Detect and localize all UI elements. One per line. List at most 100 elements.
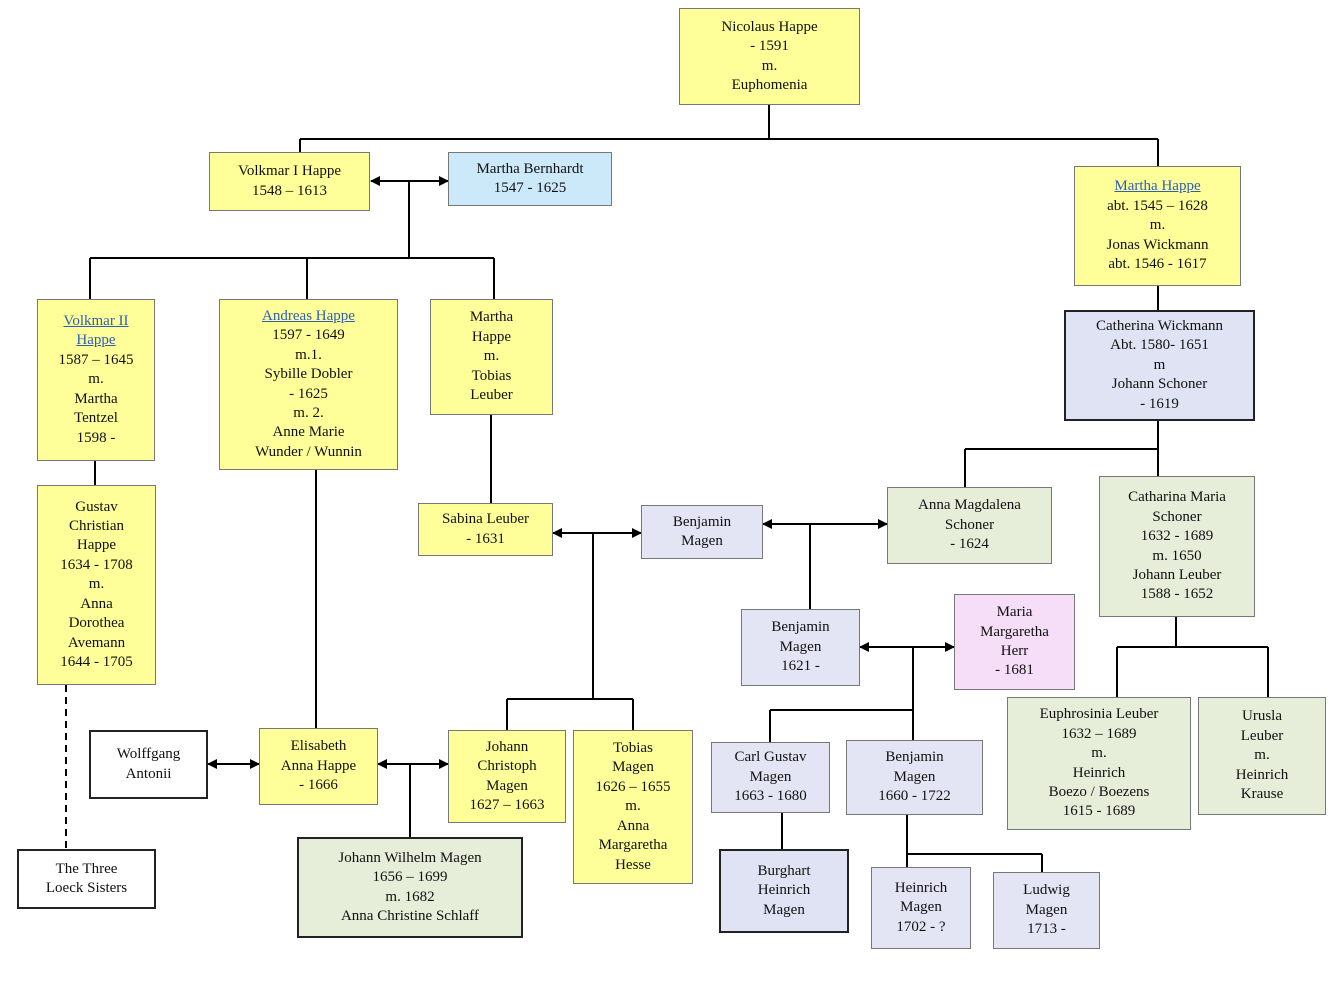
person-text-line: Benjamin bbox=[885, 749, 944, 766]
person-text-line: m. bbox=[625, 798, 641, 815]
person-text-line: Heinrich bbox=[1072, 764, 1126, 781]
person-text-line: - 1624 bbox=[950, 536, 989, 553]
person-text-line: m. bbox=[1091, 745, 1107, 762]
connector-volkmar1-children bbox=[89, 181, 495, 300]
person-text-line: Heinrich bbox=[1235, 766, 1289, 783]
person-text-line: m. 2. bbox=[293, 404, 324, 421]
person-text-line: Euphomenia bbox=[731, 76, 808, 93]
person-text-line: Wunder / Wunnin bbox=[255, 443, 362, 460]
person-text-line: Magen bbox=[779, 638, 822, 655]
person-text-line: Heinrich bbox=[757, 882, 811, 899]
person-text-line: Happe bbox=[471, 328, 512, 345]
person-text-line: Sabina Leuber bbox=[441, 511, 530, 528]
person-text-line: Antonii bbox=[125, 765, 172, 782]
person-sabina-leuber: Sabina Leuber - 1631 bbox=[418, 503, 553, 556]
person-name-link[interactable]: Volkmar II bbox=[63, 313, 129, 330]
person-name-link[interactable]: Andreas Happe bbox=[262, 307, 355, 324]
person-text-line: 1634 - 1708 bbox=[60, 556, 133, 573]
connector-sabina-benjamin-children bbox=[506, 533, 634, 730]
person-text-line: m bbox=[1153, 356, 1166, 373]
person-text-line: Boezo / Boezens bbox=[1048, 783, 1150, 800]
person-text-line: 1615 - 1689 bbox=[1062, 803, 1136, 820]
person-text-line: Krause bbox=[1240, 786, 1284, 803]
person-text-line: 1644 - 1705 bbox=[60, 653, 133, 670]
person-text-line: Margaretha bbox=[980, 623, 1049, 640]
person-text-line: Martha Bernhardt bbox=[476, 160, 584, 177]
person-text-line: Happe bbox=[76, 537, 117, 554]
person-text-line: Gustav bbox=[75, 498, 118, 515]
connector-nicolaus-children bbox=[299, 105, 1159, 166]
person-text-line: m. 1682 bbox=[385, 888, 435, 905]
person-text-line: - 1631 bbox=[466, 530, 505, 547]
person-nicolaus-happe: Nicolaus Happe - 1591 m. Euphomenia bbox=[679, 8, 860, 105]
person-text-line: m. bbox=[88, 576, 105, 593]
person-text-line: 1632 – 1689 bbox=[1061, 725, 1137, 742]
person-text-line: m.1. bbox=[295, 346, 322, 363]
person-text-line: Loeck Sisters bbox=[45, 880, 128, 896]
person-name-link[interactable]: Happe bbox=[76, 332, 116, 349]
person-text-line: Anna bbox=[616, 817, 650, 834]
person-text-line: Leuber bbox=[470, 387, 513, 404]
person-text-line: Magen bbox=[1025, 901, 1068, 918]
person-text-line: 1663 - 1680 bbox=[734, 788, 807, 805]
person-text-line: Christoph bbox=[477, 758, 537, 775]
person-text-line: Nicolaus Happe bbox=[721, 18, 818, 35]
person-text-line: Tobias bbox=[471, 367, 512, 384]
person-text-line: 1656 – 1699 bbox=[372, 869, 448, 886]
person-text-line: Abt. 1580- 1651 bbox=[1110, 337, 1209, 354]
person-text-line: Magen bbox=[486, 777, 528, 794]
person-text-line: Heinrich bbox=[894, 879, 948, 896]
person-text-line: Martha bbox=[469, 309, 514, 326]
person-text-line: Anna Magdalena bbox=[918, 497, 1021, 514]
connector-catherina-children bbox=[964, 421, 1159, 487]
person-text-line: 1660 - 1722 bbox=[878, 788, 951, 805]
connector-benjamin-maria-children bbox=[769, 647, 914, 742]
person-text-line: Benjamin bbox=[771, 619, 830, 636]
person-text-line: Magen bbox=[763, 901, 805, 918]
person-text-line: Catherina Wickmann bbox=[1096, 317, 1223, 334]
person-andreas-happe[interactable]: Andreas Happe 1597 - 1649 m.1. Sybille Dobl… bbox=[219, 299, 398, 470]
person-text-line: Johann bbox=[485, 738, 529, 755]
person-text-line: - 1591 bbox=[750, 38, 789, 55]
person-text-line: Schoner bbox=[944, 516, 995, 533]
person-text-line: Tentzel bbox=[74, 410, 118, 427]
person-text-line: abt. 1546 - 1617 bbox=[1108, 256, 1207, 273]
person-text-line: 1632 - 1689 bbox=[1140, 528, 1214, 545]
person-text-line: Schoner bbox=[1152, 508, 1202, 525]
person-text-line: Maria bbox=[996, 604, 1033, 621]
person-text-line: Sybille Dobler bbox=[264, 366, 353, 383]
person-text-line: 1587 – 1645 bbox=[58, 351, 134, 368]
person-text-line: Dorothea bbox=[68, 615, 125, 632]
person-text-line: Johann Leuber bbox=[1132, 566, 1222, 583]
person-text-line: 1598 - bbox=[76, 429, 116, 446]
person-text-line: Volkmar I Happe bbox=[237, 163, 342, 180]
person-text-line: Elisabeth bbox=[290, 738, 347, 755]
person-text-line: Tobias bbox=[613, 740, 653, 757]
person-text-line: Magen bbox=[612, 759, 654, 776]
person-text-line: Anna Christine Schlaff bbox=[340, 907, 480, 924]
person-text-line: Magen bbox=[893, 768, 936, 785]
person-text-line: 1597 - 1649 bbox=[272, 327, 345, 344]
person-text-line: Hesse bbox=[615, 856, 651, 873]
person-text-line: abt. 1545 – 1628 bbox=[1107, 197, 1208, 214]
person-name-link[interactable]: Martha Happe bbox=[1114, 178, 1201, 195]
person-text-line: m. bbox=[761, 57, 778, 74]
person-text-line: m. 1650 bbox=[1152, 547, 1202, 564]
